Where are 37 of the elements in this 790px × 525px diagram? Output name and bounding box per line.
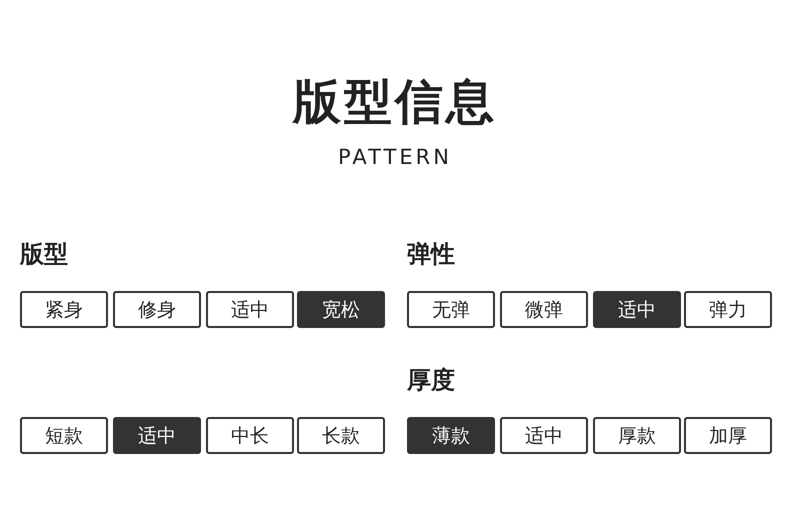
option-label: 宽松	[322, 298, 360, 322]
option-box	[593, 417, 681, 454]
option-box	[684, 291, 772, 328]
option-box	[500, 417, 588, 454]
option-box	[407, 291, 495, 328]
option-label: 修身	[138, 298, 176, 322]
option-box	[684, 417, 772, 454]
selected-option-box	[113, 417, 201, 454]
option-box	[206, 417, 294, 454]
selected-option-box	[407, 417, 495, 454]
option-label: 适中	[231, 298, 269, 322]
option-label: 适中	[618, 298, 656, 322]
option-label: 弹力	[709, 298, 747, 322]
option-label: 加厚	[709, 424, 747, 448]
title: 版型信息	[291, 73, 498, 132]
option-box	[20, 291, 108, 328]
option-box	[113, 291, 201, 328]
option-label: 微弹	[525, 298, 563, 322]
option-label: 短款	[45, 424, 83, 448]
subtitle: PATTERN	[337, 145, 453, 169]
option-box	[20, 417, 108, 454]
option-box	[297, 417, 385, 454]
selected-option-box	[593, 291, 681, 328]
option-label: 长款	[322, 424, 360, 448]
section-heading: 弹性	[407, 239, 455, 270]
option-label: 适中	[138, 424, 176, 448]
option-label: 紧身	[45, 298, 83, 322]
selected-option-box	[297, 291, 385, 328]
option-label: 厚款	[618, 424, 656, 448]
option-label: 薄款	[432, 424, 470, 448]
option-box	[206, 291, 294, 328]
option-label: 中长	[231, 424, 269, 448]
option-label: 无弹	[432, 298, 470, 322]
option-box	[500, 291, 588, 328]
option-label: 适中	[525, 424, 563, 448]
section-heading: 厚度	[407, 365, 455, 396]
section-heading: 版型	[20, 239, 68, 270]
